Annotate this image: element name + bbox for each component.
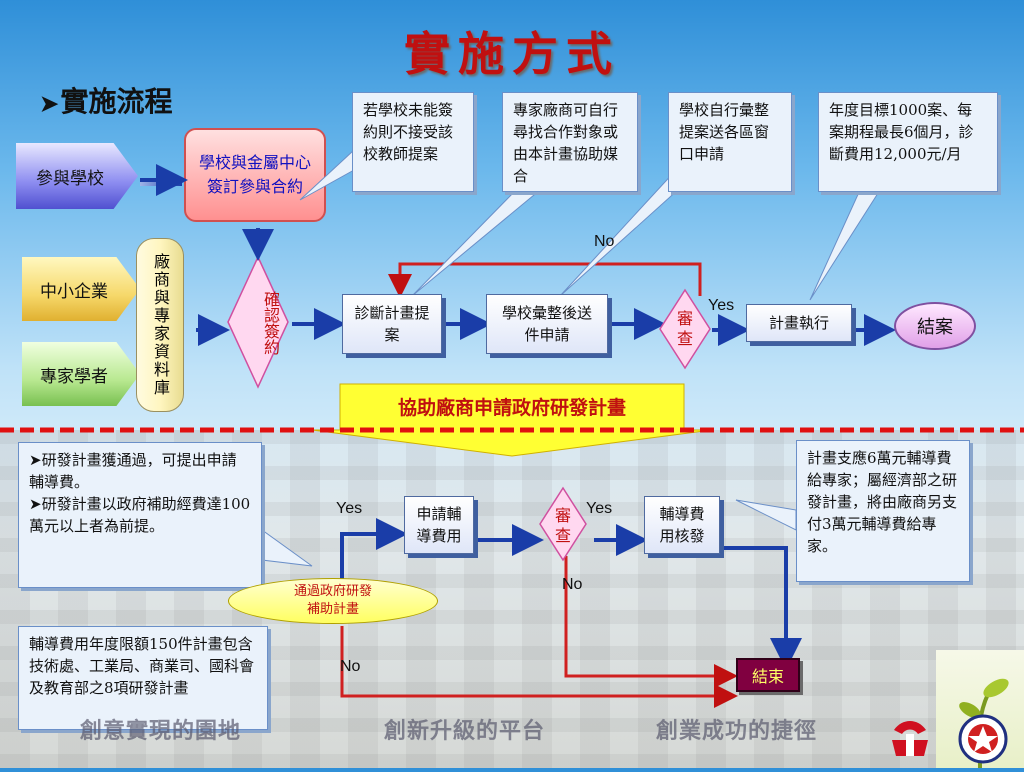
review-label: 審查 <box>676 309 693 348</box>
section-subtitle: ➤實施流程 <box>40 85 173 118</box>
no-label-lower-1: No <box>562 576 583 593</box>
review-diamond <box>659 288 711 370</box>
footer-slogan-1: 創意實現的園地 <box>80 718 242 744</box>
banner-assist-government-rd: 協助廠商申請政府研發計畫 <box>397 396 626 419</box>
entity-school: 參與學校 <box>16 143 138 209</box>
apply-fee-box: 申請輔導費用 <box>404 496 474 554</box>
footer-slogan-3: 創業成功的捷徑 <box>656 718 818 744</box>
logo-mark-icon <box>892 721 928 756</box>
no-label-lower-2: No <box>340 658 361 675</box>
arrow-bullet-icon: ➤ <box>29 451 42 469</box>
note-school-submit: 學校自行彙整提案送各區窗口申請 <box>668 92 792 192</box>
note-subsidy-6k: 計畫支應6萬元輔導費給專家；屬經濟部之研發計畫，將由廠商另支付3萬元輔導費給專家… <box>796 440 970 582</box>
yes-label-lower-2: Yes <box>586 500 613 517</box>
entity-sme: 中小企業 <box>22 257 140 321</box>
yes-label-top: Yes <box>708 297 735 314</box>
diagnose-proposal-box: 診斷計畫提案 <box>342 294 442 354</box>
plan-execution-box: 計畫執行 <box>746 304 852 342</box>
entity-experts: 專家學者 <box>22 342 140 406</box>
note-annual-limit: 輔導費用年度限額150件計畫包含技術處、工業局、商業司、國科會及教育部之8項研發… <box>18 626 268 730</box>
confirm-diamond <box>227 255 289 389</box>
review-label-lower: 審查 <box>554 506 571 545</box>
contract-box: 學校與金屬中心簽訂參與合約 <box>184 128 326 222</box>
review-diamond-lower <box>539 486 587 562</box>
arrow-bullet-icon: ➤ <box>29 495 42 513</box>
note-rd-approval: ➤研發計畫獲通過，可提出申請輔導費。 ➤研發計畫以政府補助經費達100萬元以上者… <box>18 442 262 588</box>
arrow-bullet-icon: ➤ <box>40 91 59 117</box>
page-title: 實施方式 <box>404 27 620 81</box>
yes-label-lower-1: Yes <box>336 500 363 517</box>
approved-subsidy-ellipse: 通過政府研發補助計畫 <box>228 578 438 624</box>
note-school-contract: 若學校未能簽約則不接受該校教師提案 <box>352 92 474 192</box>
submit-application-box: 學校彙整後送件申請 <box>486 294 608 354</box>
end-box: 結束 <box>736 658 800 692</box>
fee-approval-box: 輔導費用核發 <box>644 496 720 554</box>
university-emblem-icon <box>958 714 1008 764</box>
note-annual-target: 年度目標1000案、每案期程最長6個月，診斷費用12,000元/月 <box>818 92 998 192</box>
database-cylinder: 廠商與專家資料庫 <box>136 238 184 412</box>
note-expert-matching: 專家廠商可自行尋找合作對象或由本計畫協助媒合 <box>502 92 638 192</box>
no-label-top: No <box>594 233 615 250</box>
case-closed-ellipse: 結案 <box>894 302 976 350</box>
confirm-label: 確認簽約 <box>261 291 280 355</box>
footer-slogan-2: 創新升級的平台 <box>384 718 546 744</box>
